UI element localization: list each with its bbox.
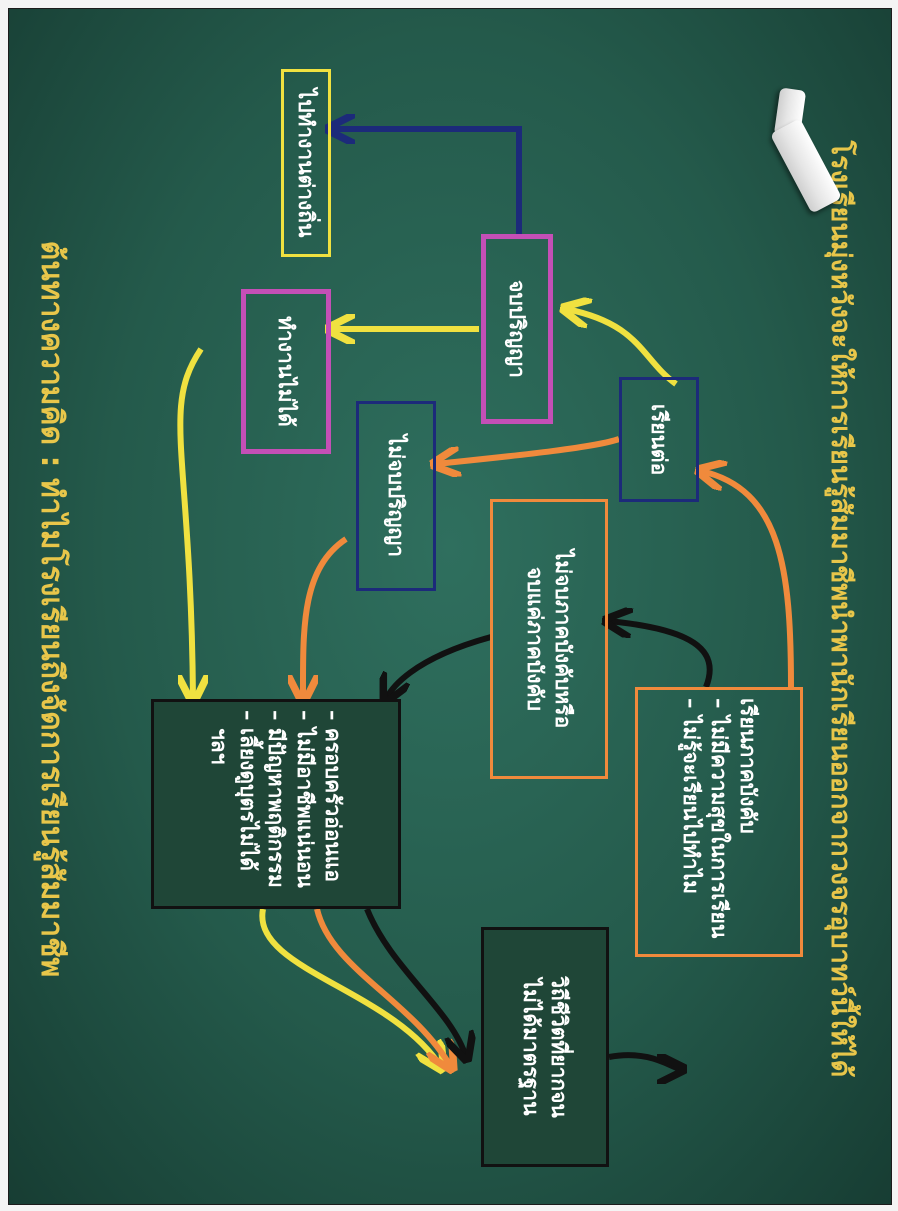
diagram-stage: ต้นทางความคิด : ทำไมโรงเรียนถึงจัดการเรี… xyxy=(9,9,891,1204)
school-title: เรียนภาคบังคับ xyxy=(735,698,760,834)
arrow-family-to-poor-black xyxy=(364,907,466,1057)
node-work-abroad-label: ไปทำงานต่างถิ่น xyxy=(294,88,319,238)
node-study-further-label: เรียนต่อ xyxy=(647,403,672,476)
node-no-job-label: ทำงานไม่ได้ xyxy=(274,316,299,427)
node-poor-life: วิถีชีวิตที่ยากจน ไม่ได้มาตรฐาน xyxy=(481,927,609,1167)
arrow-study-to-not-graduate xyxy=(436,436,621,464)
node-study-further: เรียนต่อ xyxy=(619,377,699,502)
node-compulsory-school: เรียนภาคบังคับ ไม่มีความสุขในการเรียน ไม… xyxy=(635,687,803,957)
school-item: ไม่รู้จะเรียนไปทำไม xyxy=(676,698,704,938)
family-etc: ฯลฯ xyxy=(207,728,232,765)
node-graduate-label: จบปริญญา xyxy=(505,280,530,378)
node-graduate: จบปริญญา xyxy=(481,234,553,424)
node-not-graduate-label: ไม่จบปริญญา xyxy=(384,434,409,558)
arrow-family-to-poor-orange xyxy=(314,908,451,1067)
arrow-school-to-study xyxy=(701,471,794,688)
page-title: ต้นทางความคิด : ทำไมโรงเรียนถึงจัดการเรี… xyxy=(34,240,69,978)
family-item: เลี้ยงดูบุตรไม่ได้ xyxy=(233,710,261,888)
node-compulsory-line2: จบแค่ภาคบังคับ xyxy=(523,567,547,711)
arrows-layer xyxy=(177,9,794,1204)
arrow-not-graduate-to-family xyxy=(303,536,348,699)
school-item: ไม่มีความสุขในการเรียน xyxy=(705,698,733,938)
arrow-graduate-to-work-abroad xyxy=(331,129,522,234)
node-poor-line1: วิถีชีวิตที่ยากจน xyxy=(547,976,572,1118)
node-poor-line2: ไม่ได้มาตรฐาน xyxy=(519,978,543,1116)
arrow-compulsory-to-family xyxy=(386,634,492,699)
node-compulsory-line1: ไม่จบภาคบังคับหรือ xyxy=(551,549,576,729)
node-compulsory-incomplete: ไม่จบภาคบังคับหรือ จบแค่ภาคบังคับ xyxy=(490,499,608,779)
arrow-poor-to-school xyxy=(608,1052,681,1069)
family-item: มีปัญหาพฤติกรรม xyxy=(262,710,290,888)
node-not-graduate: ไม่จบปริญญา xyxy=(356,401,436,591)
chalkboard: ต้นทางความคิด : ทำไมโรงเรียนถึงจัดการเรี… xyxy=(8,8,892,1205)
family-item: ไม่มีอาชีพแน่นอน xyxy=(290,710,318,888)
node-family-problems: ครอบครัวอ่อนแอ ไม่มีอาชีพแน่นอน มีปัญหาพ… xyxy=(151,699,401,909)
node-no-job: ทำงานไม่ได้ xyxy=(241,289,331,454)
arrow-no-job-to-family xyxy=(177,347,201,699)
arrow-school-to-compulsory xyxy=(608,621,713,689)
node-work-abroad: ไปทำงานต่างถิ่น xyxy=(281,69,331,257)
family-item: ครอบครัวอ่อนแอ xyxy=(319,710,347,888)
arrow-family-to-poor-yellow xyxy=(259,908,441,1067)
arrow-study-to-graduate xyxy=(566,309,678,387)
